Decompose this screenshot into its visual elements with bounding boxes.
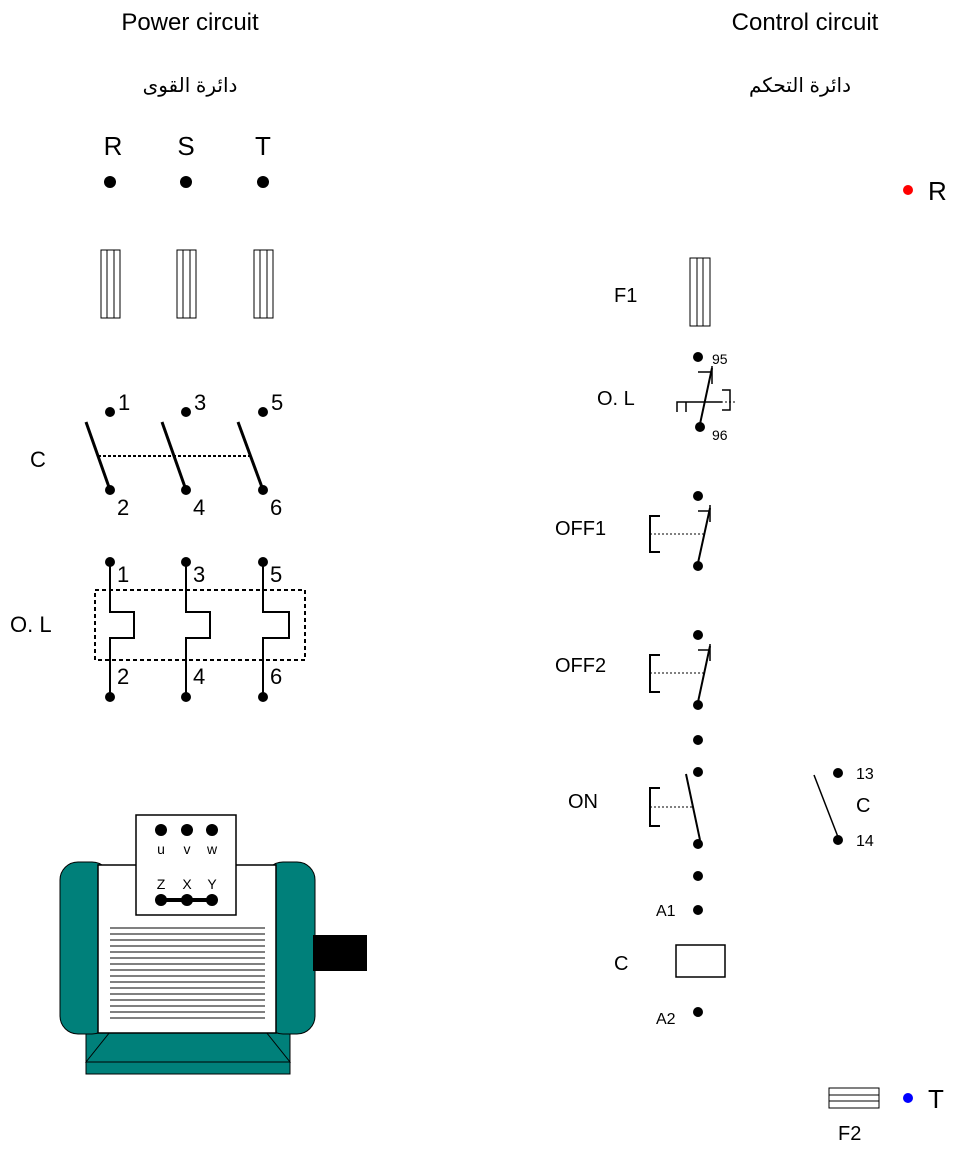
on-label: ON <box>568 791 598 813</box>
contactor-terminal-2: 2 <box>117 495 129 520</box>
supply-r-dot <box>903 185 913 195</box>
fuse-f2-drawing <box>828 1087 880 1109</box>
junction-dot <box>693 735 703 745</box>
motor-terminal-v: v <box>184 841 191 857</box>
motor-terminal-w: w <box>206 841 218 857</box>
contactor-terminal-5: 5 <box>271 390 283 415</box>
power-fuse-r <box>100 249 121 319</box>
terminal-r <box>104 176 116 188</box>
phase-label-r: R <box>104 131 123 161</box>
motor-terminal-z: Z <box>157 876 166 892</box>
overload-terminal-3: 3 <box>193 562 205 587</box>
power-fuse-s <box>176 249 197 319</box>
overload-terminal-2: 2 <box>117 664 129 689</box>
control-circuit-subtitle: دائرة التحكم <box>749 75 851 97</box>
junction-dot <box>693 871 703 881</box>
off1-button <box>649 491 711 571</box>
control-circuit: Control circuit دائرة التحكم R F1 O. L 9… <box>555 9 947 1145</box>
contactor-coil <box>675 944 726 978</box>
phase-label-s: S <box>177 131 194 161</box>
aux-contact <box>813 768 843 845</box>
main-contactor <box>84 407 268 495</box>
off2-label: OFF2 <box>555 655 606 677</box>
off1-label: OFF1 <box>555 518 606 540</box>
overload-terminal-5: 5 <box>270 562 282 587</box>
supply-r-label: R <box>928 176 947 206</box>
on-button <box>649 767 703 849</box>
coil-a1-label: A1 <box>656 903 676 920</box>
control-overload-label: O. L <box>597 388 635 410</box>
fuse-f1-label: F1 <box>614 285 637 307</box>
overload-terminal-1: 1 <box>117 562 129 587</box>
coil-label: C <box>614 953 628 975</box>
aux-contact-label: C <box>856 795 870 817</box>
coil-a1-dot <box>693 905 703 915</box>
supply-t-dot <box>903 1093 913 1103</box>
power-circuit: Power circuit دائرة القوى R S T C <box>10 9 367 1075</box>
overload-terminal-6: 6 <box>270 664 282 689</box>
terminal-s <box>180 176 192 188</box>
control-circuit-title: Control circuit <box>732 9 879 36</box>
contactor-terminal-6: 6 <box>270 495 282 520</box>
off2-button <box>649 630 711 710</box>
motor <box>59 814 367 1075</box>
overload-label: O. L <box>10 612 52 637</box>
overload-contact-96: 96 <box>712 427 728 443</box>
phase-label-t: T <box>255 131 271 161</box>
coil-a2-label: A2 <box>656 1011 676 1028</box>
power-fuse-t <box>253 249 274 319</box>
contactor-label: C <box>30 447 46 472</box>
aux-contact-14: 14 <box>856 833 874 850</box>
motor-terminal-x: X <box>182 876 192 892</box>
power-circuit-subtitle: دائرة القوى <box>143 75 238 97</box>
terminal-t <box>257 176 269 188</box>
motor-terminal-u: u <box>157 841 165 857</box>
aux-contact-13: 13 <box>856 766 874 783</box>
motor-shaft <box>313 935 367 971</box>
contactor-terminal-1: 1 <box>118 390 130 415</box>
supply-t-label: T <box>928 1084 944 1114</box>
contactor-terminal-4: 4 <box>193 495 205 520</box>
overload-nc-contact <box>676 352 735 432</box>
overload-terminal-4: 4 <box>193 664 205 689</box>
coil-a2-dot <box>693 1007 703 1017</box>
fuse-f1 <box>689 257 711 327</box>
power-circuit-title: Power circuit <box>121 9 259 36</box>
fuse-f2-label: F2 <box>838 1123 861 1145</box>
motor-terminal-y: Y <box>207 876 217 892</box>
overload-relay <box>94 557 306 702</box>
overload-contact-95: 95 <box>712 351 728 367</box>
contactor-terminal-3: 3 <box>194 390 206 415</box>
